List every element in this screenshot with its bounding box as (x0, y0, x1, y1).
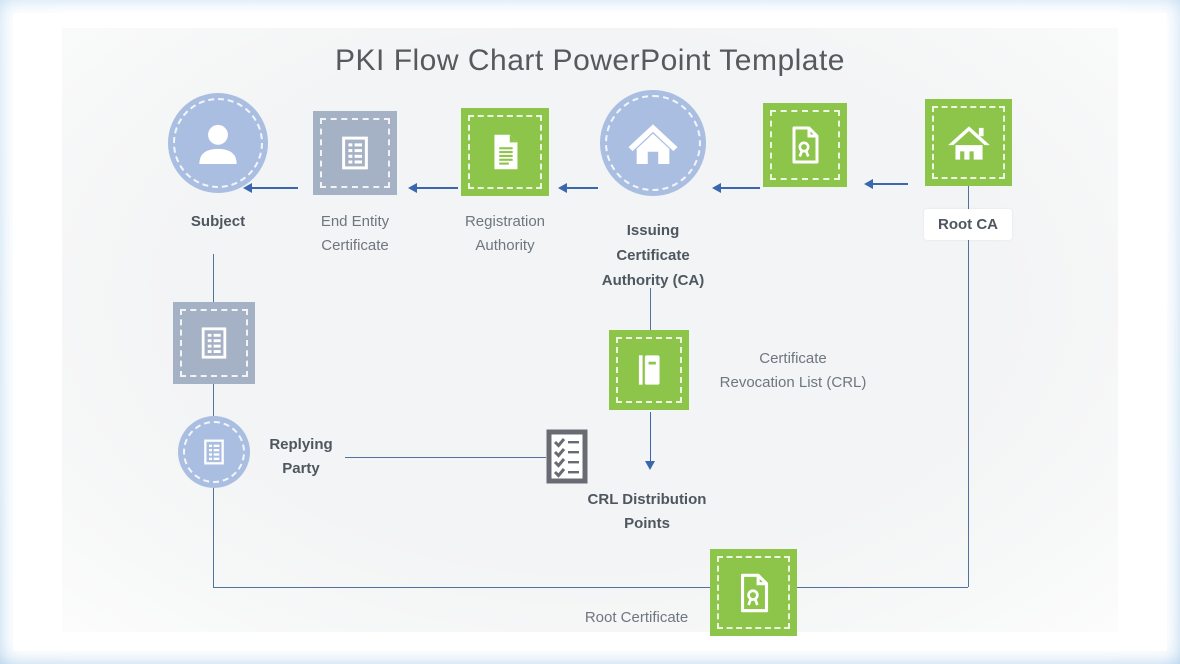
arrow-issuing-to-registration (558, 183, 598, 193)
node-registration-authority (461, 108, 549, 196)
connector-replying-down (213, 488, 214, 587)
connector-issuing-crl (650, 288, 651, 330)
arrow-registration-to-endentity (408, 183, 458, 193)
node-checklist (546, 429, 588, 484)
user-icon (199, 119, 237, 164)
book-icon (638, 355, 660, 385)
label-certificate-revocation-list: Certificate Revocation List (CRL) (719, 350, 867, 391)
label-issuing-ca: Issuing Certificate Authority (CA) (601, 222, 705, 289)
node-root-ca (925, 99, 1012, 186)
list-document-icon (342, 136, 368, 170)
certificate-icon (740, 573, 768, 612)
node-subject-certificate (173, 302, 255, 384)
node-replying-party (178, 416, 250, 488)
label-end-entity-certificate: End Entity Certificate (320, 213, 390, 254)
node-certificate-revocation-list (609, 330, 689, 410)
arrowhead-left-icon (558, 183, 567, 193)
label-root-ca: Root CA (924, 209, 1012, 240)
arrowhead-left-icon (864, 179, 873, 189)
arrow-crl-to-distribution (645, 412, 656, 470)
connector-rootca-down (968, 186, 969, 587)
arrowhead-down-icon (645, 461, 655, 470)
node-end-entity-certificate (313, 111, 397, 195)
connector-bottom (213, 587, 968, 588)
arrow-endentity-to-subject (243, 183, 298, 193)
arrow-rootca-to-certificate (864, 179, 908, 189)
small-document-icon (204, 439, 224, 465)
node-issued-certificate (763, 103, 847, 187)
list-document-icon (201, 327, 227, 359)
arrow-certificate-to-issuing (712, 183, 760, 193)
house-icon (947, 125, 990, 160)
label-registration-authority: Registration Authority (464, 213, 546, 254)
label-root-certificate: Root Certificate (584, 609, 689, 626)
connector-replying-checklist (345, 457, 546, 458)
home-icon (628, 124, 678, 164)
node-root-certificate (710, 549, 797, 636)
arrowhead-left-icon (408, 183, 417, 193)
node-issuing-ca (600, 90, 706, 196)
page-title: PKI Flow Chart PowerPoint Template (335, 44, 845, 77)
connector-subject-down (213, 254, 214, 302)
label-replying-party: Replying Party (269, 436, 333, 477)
node-subject (168, 93, 268, 193)
document-icon (494, 134, 518, 170)
label-subject: Subject (190, 213, 246, 230)
label-crl-distribution-points: CRL Distribution Points (587, 491, 707, 532)
arrowhead-left-icon (243, 183, 252, 193)
certificate-icon (792, 126, 819, 164)
checklist-icon (546, 429, 588, 484)
arrowhead-left-icon (712, 183, 721, 193)
connector-certificate-replying (213, 384, 214, 416)
